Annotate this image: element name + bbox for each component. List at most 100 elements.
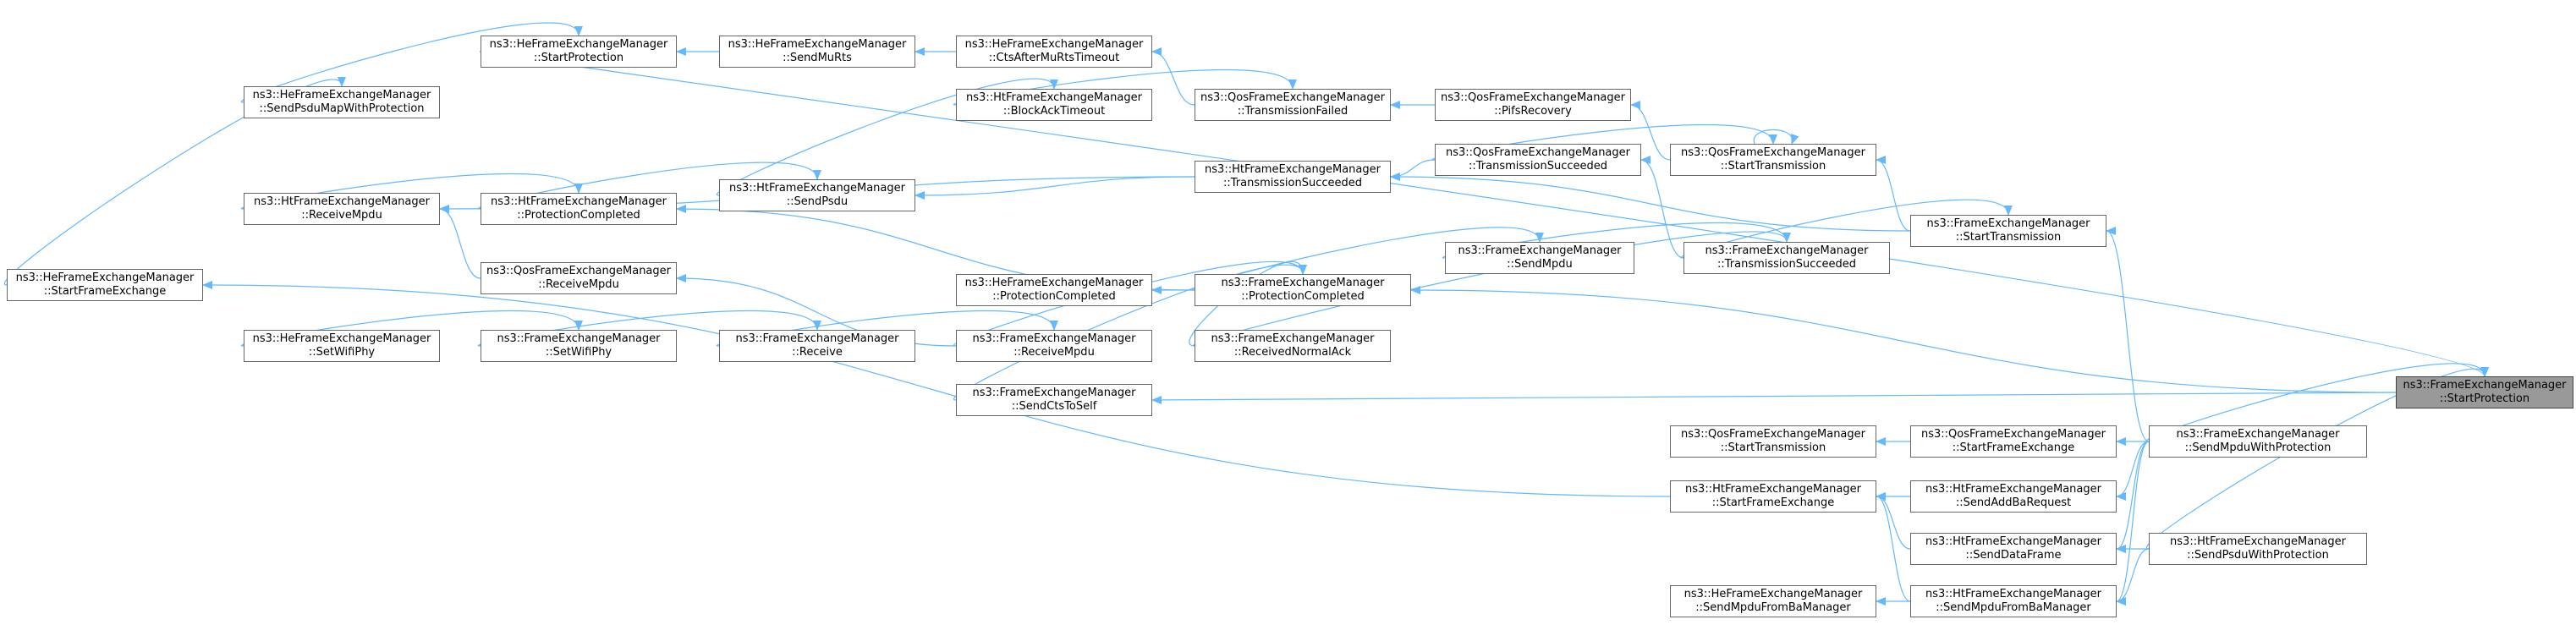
node-ht-frame-exchange-manager-send-psdu[interactable]: ns3::HtFrameExchangeManager::SendPsdu	[719, 179, 915, 211]
node-he-frame-exchange-manager-start-protection[interactable]: ns3::HeFrameExchangeManager::StartProtec…	[481, 36, 677, 68]
node-method-label: ::SendDataFrame	[1965, 549, 2062, 562]
node-class-label: ns3::HeFrameExchangeManager	[964, 38, 1144, 51]
node-class-label: ns3::QosFrameExchangeManager	[486, 265, 671, 277]
node-method-label: ::ProtectionCompleted	[517, 209, 640, 222]
node-method-label: ::Receive	[792, 346, 843, 359]
node-frame-exchange-manager-send-mpdu[interactable]: ns3::FrameExchangeManager::SendMpdu	[1445, 242, 1634, 274]
node-method-label: ::ReceiveMpdu	[1013, 346, 1095, 359]
call-edge-startprotection-to-startprotection	[480, 51, 2489, 377]
node-ht-frame-exchange-manager-send-mpdu-from-ba-manager[interactable]: ns3::HtFrameExchangeManager::SendMpduFro…	[1910, 585, 2117, 617]
node-qos-frame-exchange-manager-transmission-failed[interactable]: ns3::QosFrameExchangeManager::Transmissi…	[1195, 89, 1391, 121]
node-method-label: ::StartFrameExchange	[1711, 496, 1835, 509]
node-class-label: ns3::QosFrameExchangeManager	[1445, 146, 1630, 159]
node-method-label: ::StartFrameExchange	[43, 285, 167, 298]
node-method-label: ::PifsRecovery	[1494, 105, 1572, 118]
node-ht-frame-exchange-manager-start-frame-exchange[interactable]: ns3::HtFrameExchangeManager::StartFrameE…	[1670, 480, 1876, 513]
node-class-label: ns3::HtFrameExchangeManager	[729, 182, 905, 195]
node-method-label: ::SetWifiPhy	[545, 346, 612, 359]
node-ht-frame-exchange-manager-send-data-frame[interactable]: ns3::HtFrameExchangeManager::SendDataFra…	[1910, 533, 2117, 565]
call-edge-startprotection-to-sendctstoself	[1151, 392, 2397, 404]
node-class-label: ns3::FrameExchangeManager	[972, 332, 1136, 345]
node-method-label: ::SendCtsToSelf	[1011, 400, 1097, 413]
node-frame-exchange-manager-send-mpdu-with-protection[interactable]: ns3::FrameExchangeManager::SendMpduWithP…	[2149, 425, 2367, 458]
node-ht-frame-exchange-manager-block-ack-timeout[interactable]: ns3::HtFrameExchangeManager::BlockAckTim…	[956, 89, 1152, 121]
node-method-label: ::ProtectionCompleted	[992, 290, 1116, 303]
node-class-label: ns3::FrameExchangeManager	[1221, 277, 1385, 289]
node-class-label: ns3::QosFrameExchangeManager	[1440, 91, 1625, 104]
call-edge-starttransmission-to-starttransmission	[1876, 156, 1911, 232]
node-class-label: ns3::FrameExchangeManager	[2176, 428, 2340, 441]
node-ht-frame-exchange-manager-send-psdu-with-protection[interactable]: ns3::HtFrameExchangeManager::SendPsduWit…	[2149, 533, 2367, 565]
node-qos-frame-exchange-manager-start-transmission[interactable]: ns3::QosFrameExchangeManager::StartTrans…	[1670, 144, 1876, 176]
node-class-label: ns3::FrameExchangeManager	[497, 332, 661, 345]
node-he-frame-exchange-manager-cts-after-mu-rts-timeout[interactable]: ns3::HeFrameExchangeManager::CtsAfterMuR…	[956, 36, 1152, 68]
node-class-label: ns3::FrameExchangeManager	[1211, 332, 1375, 345]
node-method-label: ::TransmissionSucceeded	[1468, 160, 1608, 173]
node-he-frame-exchange-manager-send-psdu-map-with-protection[interactable]: ns3::HeFrameExchangeManager::SendPsduMap…	[244, 86, 440, 118]
node-frame-exchange-manager-received-normal-ack[interactable]: ns3::FrameExchangeManager::ReceivedNorma…	[1195, 330, 1391, 362]
node-method-label: ::SendMpduFromBaManager	[1695, 601, 1851, 614]
node-frame-exchange-manager-receive-mpdu[interactable]: ns3::FrameExchangeManager::ReceiveMpdu	[956, 330, 1152, 362]
call-edge-transmissionsucceeded-to-transmissionsucceeded	[1390, 159, 1436, 181]
node-frame-exchange-manager-start-protection[interactable]: ns3::FrameExchangeManager::StartProtecti…	[2396, 376, 2573, 408]
node-method-label: ::CtsAfterMuRtsTimeout	[988, 52, 1120, 64]
call-edge-sendmpduwithprotection-to-senddataframe	[2116, 441, 2150, 553]
node-he-frame-exchange-manager-set-wifi-phy[interactable]: ns3::HeFrameExchangeManager::SetWifiPhy	[244, 330, 440, 362]
node-frame-exchange-manager-send-cts-to-self[interactable]: ns3::FrameExchangeManager::SendCtsToSelf	[956, 384, 1152, 416]
node-ht-frame-exchange-manager-receive-mpdu[interactable]: ns3::HtFrameExchangeManager::ReceiveMpdu	[244, 193, 440, 225]
node-method-label: ::StartTransmission	[1720, 160, 1826, 173]
node-class-label: ns3::HtFrameExchangeManager	[1685, 483, 1861, 496]
node-method-label: ::ReceivedNormalAck	[1233, 346, 1352, 359]
node-class-label: ns3::HeFrameExchangeManager	[489, 38, 668, 51]
node-frame-exchange-manager-transmission-succeeded[interactable]: ns3::FrameExchangeManager::TransmissionS…	[1683, 242, 1890, 274]
call-edge-sendmpdufrombamanager-to-startframeexchange	[1876, 492, 1911, 602]
node-class-label: ns3::HeFrameExchangeManager	[15, 271, 195, 284]
node-class-label: ns3::HtFrameExchangeManager	[966, 91, 1142, 104]
call-edge-starttransmission-to-transmissionsucceeded	[1390, 173, 1911, 232]
node-method-label: ::StartTransmission	[1955, 231, 2062, 244]
node-class-label: ns3::FrameExchangeManager	[735, 332, 899, 345]
node-he-frame-exchange-manager-send-mu-rts[interactable]: ns3::HeFrameExchangeManager::SendMuRts	[719, 36, 915, 68]
node-method-label: ::StartProtection	[533, 52, 624, 64]
node-qos-frame-exchange-manager-transmission-succeeded[interactable]: ns3::QosFrameExchangeManager::Transmissi…	[1435, 144, 1641, 176]
node-he-frame-exchange-manager-protection-completed[interactable]: ns3::HeFrameExchangeManager::ProtectionC…	[956, 274, 1152, 306]
node-method-label: ::SetWifiPhy	[308, 346, 376, 359]
node-qos-frame-exchange-manager-start-transmission[interactable]: ns3::QosFrameExchangeManager::StartTrans…	[1670, 425, 1876, 458]
call-edge-sendmpduwithprotection-to-sendmpdufrombamanager	[2116, 441, 2150, 606]
node-class-label: ns3::QosFrameExchangeManager	[1680, 146, 1865, 159]
node-frame-exchange-manager-receive[interactable]: ns3::FrameExchangeManager::Receive	[719, 330, 915, 362]
call-edge-starttransmission-to-starttransmission	[1753, 129, 1799, 145]
node-class-label: ns3::QosFrameExchangeManager	[1680, 428, 1865, 441]
node-class-label: ns3::HtFrameExchangeManager	[491, 195, 667, 208]
node-he-frame-exchange-manager-start-frame-exchange[interactable]: ns3::HeFrameExchangeManager::StartFrameE…	[7, 269, 203, 301]
node-method-label: ::TransmissionFailed	[1237, 105, 1348, 118]
call-edge-startprotection-to-protectioncompleted	[1410, 286, 2397, 393]
node-class-label: ns3::HeFrameExchangeManager	[1683, 588, 1863, 600]
call-edge-startframeexchange-to-startframeexchange	[202, 281, 1671, 497]
node-qos-frame-exchange-manager-start-frame-exchange[interactable]: ns3::QosFrameExchangeManager::StartFrame…	[1910, 425, 2117, 458]
node-class-label: ns3::FrameExchangeManager	[1926, 217, 2090, 230]
node-ht-frame-exchange-manager-transmission-succeeded[interactable]: ns3::HtFrameExchangeManager::Transmissio…	[1195, 161, 1391, 193]
node-frame-exchange-manager-protection-completed[interactable]: ns3::FrameExchangeManager::ProtectionCom…	[1195, 274, 1411, 306]
node-ht-frame-exchange-manager-send-add-ba-request[interactable]: ns3::HtFrameExchangeManager::SendAddBaRe…	[1910, 480, 2117, 513]
node-frame-exchange-manager-start-transmission[interactable]: ns3::FrameExchangeManager::StartTransmis…	[1910, 215, 2106, 247]
node-method-label: ::ReceiveMpdu	[538, 278, 619, 291]
node-frame-exchange-manager-set-wifi-phy[interactable]: ns3::FrameExchangeManager::SetWifiPhy	[481, 330, 677, 362]
node-method-label: ::StartFrameExchange	[1952, 441, 2075, 454]
node-class-label: ns3::HeFrameExchangeManager	[964, 277, 1144, 289]
call-edge-sendmpduwithprotection-to-sendaddbarequest	[2116, 441, 2150, 501]
node-class-label: ns3::HtFrameExchangeManager	[254, 195, 430, 208]
node-qos-frame-exchange-manager-pifs-recovery[interactable]: ns3::QosFrameExchangeManager::PifsRecove…	[1435, 89, 1631, 121]
node-method-label: ::StartTransmission	[1720, 441, 1826, 454]
node-method-label: ::ReceiveMpdu	[301, 209, 382, 222]
node-he-frame-exchange-manager-send-mpdu-from-ba-manager[interactable]: ns3::HeFrameExchangeManager::SendMpduFro…	[1670, 585, 1876, 617]
call-edge-transmissionsucceeded-to-transmissionsucceeded	[1640, 156, 1684, 259]
node-method-label: ::SendAddBaRequest	[1955, 496, 2072, 509]
node-class-label: ns3::HtFrameExchangeManager	[1925, 483, 2101, 496]
node-ht-frame-exchange-manager-protection-completed[interactable]: ns3::HtFrameExchangeManager::ProtectionC…	[481, 193, 677, 225]
node-qos-frame-exchange-manager-receive-mpdu[interactable]: ns3::QosFrameExchangeManager::ReceiveMpd…	[481, 262, 677, 294]
node-class-label: ns3::HeFrameExchangeManager	[252, 332, 431, 345]
node-class-label: ns3::QosFrameExchangeManager	[1200, 91, 1385, 104]
node-class-label: ns3::FrameExchangeManager	[1705, 244, 1869, 257]
